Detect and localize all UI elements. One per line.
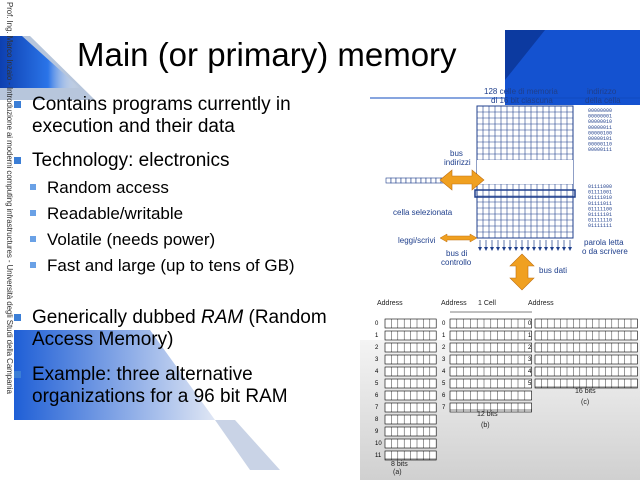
bullet-technology: Technology: electronics [14,150,359,172]
sub-bullet-fast-large: Fast and large (up to tens of GB) [30,255,330,277]
address-label-2: della cella [585,96,621,105]
org-b-cell-header: 1 Cell [478,300,496,307]
bullet-ram: Generically dubbed RAM (Random Access Me… [14,307,334,351]
bullet-programs: Contains programs currently in execution… [14,94,359,138]
cells-label-1: 128 celle di memoria [484,87,558,96]
slide-title: Main (or primary) memory [77,36,457,73]
control-bus-label-2: controllo [441,258,472,267]
bullet-marker [30,210,36,216]
bullet-marker [30,184,36,190]
read-write-label: leggi/scrivi [398,236,436,245]
sub-bullet-readable: Readable/writable [30,203,350,225]
org-b-caption: (b) [481,422,490,429]
org-b-width-label: 12 bits [477,411,498,418]
data-bus-label: bus dati [539,266,568,275]
address-bus-label-1: bus [450,149,463,158]
bullet-marker [30,236,36,242]
word-read-label-1: parola letta [584,238,624,247]
org-a-address-header: Address [377,300,403,307]
control-bus-label-1: bus di [446,249,468,258]
bullet-example: Example: three alternative organizations… [14,364,334,408]
word-read-label-2: o da scrivere [582,247,628,256]
selected-cell-label: cella selezionata [393,208,453,217]
sub-bullet-volatile: Volatile (needs power) [30,229,350,251]
org-a-width-label: 8 bits [391,461,408,468]
sub-bullet-random-access: Random access [30,177,350,199]
address-label-1: indirizzo [587,87,617,96]
org-c-caption: (c) [581,399,590,406]
address-bus-label-2: indirizzi [444,158,471,167]
org-c-width-label: 16 bits [575,388,596,395]
bullet-marker [14,157,21,164]
org-a-caption: (a) [393,469,402,476]
bullet-marker [30,262,36,268]
bullet-marker [14,314,21,321]
bullet-marker [14,101,21,108]
org-b-address-header: Address [441,300,467,307]
bullet-marker [14,371,21,378]
org-c-address-header: Address [528,300,554,307]
cells-label-2: di 16 bit ciascuna [491,96,553,105]
side-footer-text: Prof. Ing. Marco Inzaio - Introduzione a… [5,2,14,394]
